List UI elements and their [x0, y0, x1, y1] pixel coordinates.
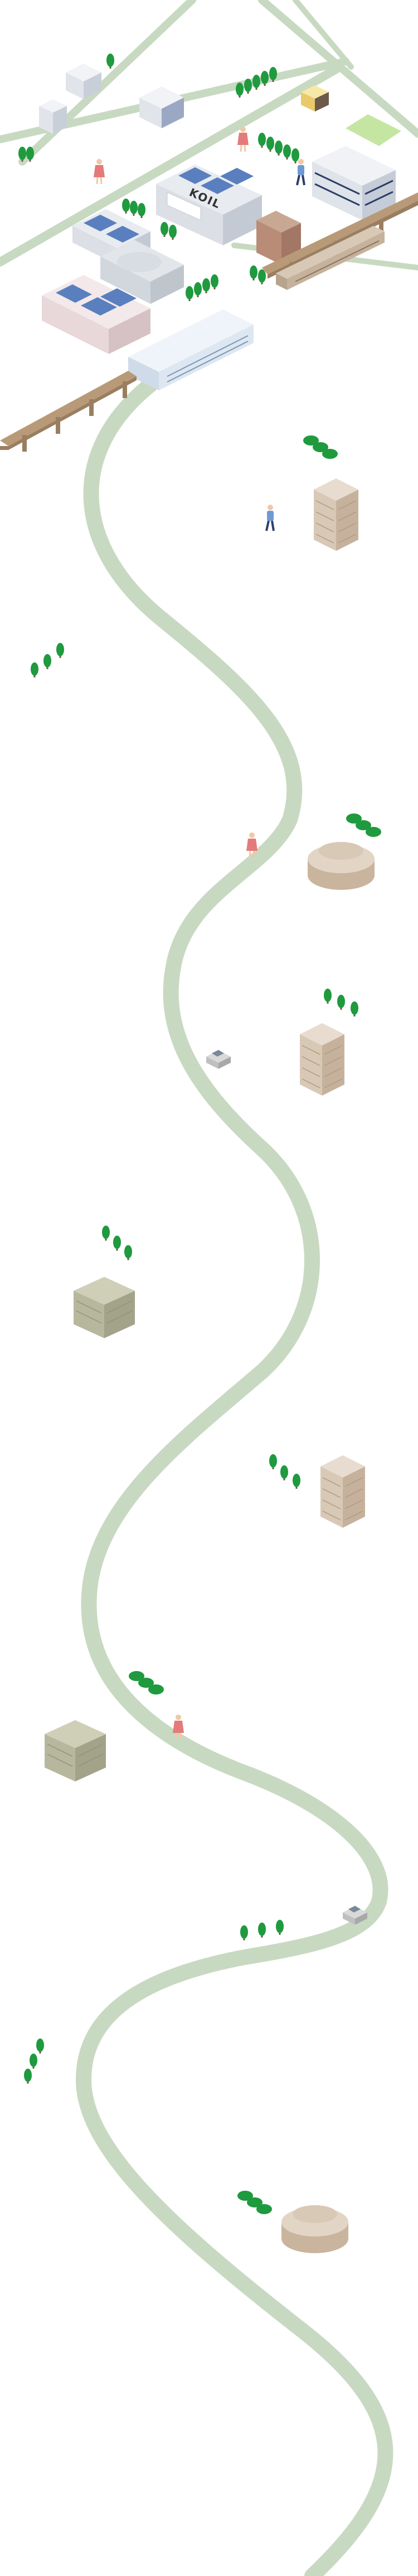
tree-icon: [30, 2054, 37, 2069]
tree-icon: [31, 662, 38, 677]
bush-icon: [256, 2204, 272, 2214]
station-building: [128, 309, 254, 390]
tree-icon: [244, 79, 252, 94]
green-field: [346, 114, 401, 146]
bush-icon: [322, 449, 338, 459]
person-icon: [296, 158, 305, 186]
bush-cluster: [237, 2191, 272, 2214]
building-icon: [139, 86, 184, 128]
tree-cluster: [324, 989, 358, 1016]
bush-cluster: [129, 1671, 164, 1694]
building-icon: [308, 842, 375, 890]
tree-icon: [130, 201, 138, 216]
building-icon: [42, 275, 150, 354]
tree-icon: [276, 1920, 284, 1935]
tree-icon: [258, 133, 266, 148]
tree-cluster: [24, 2038, 44, 2084]
building-icon: [313, 478, 359, 551]
tree-icon: [43, 654, 51, 669]
tree-icon: [161, 222, 168, 237]
tree-icon: [280, 1465, 288, 1480]
person-icon: [236, 125, 250, 153]
building-icon: [299, 1023, 345, 1096]
car-icon: [206, 1050, 231, 1069]
tree-icon: [122, 198, 130, 214]
building-icon: [44, 1720, 106, 1782]
tree-cluster: [240, 1920, 284, 1940]
bush-cluster: [346, 814, 381, 837]
building-icon: [301, 85, 329, 112]
bush-icon: [366, 827, 381, 837]
solar-panel-icon: [178, 167, 254, 194]
winding-path: [75, 377, 393, 2576]
building-icon: [312, 146, 396, 220]
tree-icon: [186, 286, 193, 301]
tree-icon: [56, 643, 64, 658]
tree-icon: [337, 995, 345, 1010]
tree-icon: [236, 83, 244, 98]
tree-icon: [113, 1236, 121, 1251]
building-icon: [73, 1276, 135, 1339]
tree-icon: [36, 2038, 44, 2054]
tree-icon: [250, 265, 257, 280]
solar-panel-icon: [84, 215, 139, 243]
building-icon: [281, 2205, 348, 2253]
train-icon: [276, 226, 385, 290]
tree-icon: [106, 54, 114, 69]
tree-icon: [102, 1226, 110, 1241]
tree-icon: [24, 2069, 32, 2084]
tree-icon: [258, 269, 266, 284]
tree-icon: [351, 1001, 358, 1016]
person-icon: [265, 503, 275, 532]
tree-icon: [269, 1454, 277, 1469]
tree-icon: [275, 141, 283, 156]
tree-cluster: [102, 1226, 132, 1260]
tree-icon: [266, 137, 274, 152]
koil-building: KOIL: [156, 164, 262, 245]
tree-icon: [194, 282, 202, 297]
person-icon: [93, 158, 106, 185]
tree-cluster: [31, 643, 64, 677]
tree-icon: [252, 75, 260, 90]
tree-icon: [240, 1925, 248, 1940]
tree-icon: [202, 278, 210, 293]
building-icon: [66, 64, 101, 99]
building-icon: [39, 99, 67, 134]
bush-icon: [148, 1684, 164, 1694]
tree-icon: [293, 1474, 300, 1489]
building-icon: [320, 1455, 366, 1528]
tree-icon: [124, 1245, 132, 1260]
solar-panel-icon: [56, 284, 137, 316]
building-icon: [100, 240, 184, 304]
tree-icon: [169, 225, 177, 240]
bush-cluster: [303, 435, 338, 459]
tree-icon: [324, 989, 332, 1004]
tree-cluster: [269, 1454, 300, 1489]
tree-icon: [283, 144, 291, 159]
tree-icon: [291, 148, 299, 163]
tree-icon: [211, 274, 218, 289]
tree-icon: [258, 1923, 266, 1938]
tree-icon: [138, 203, 145, 218]
